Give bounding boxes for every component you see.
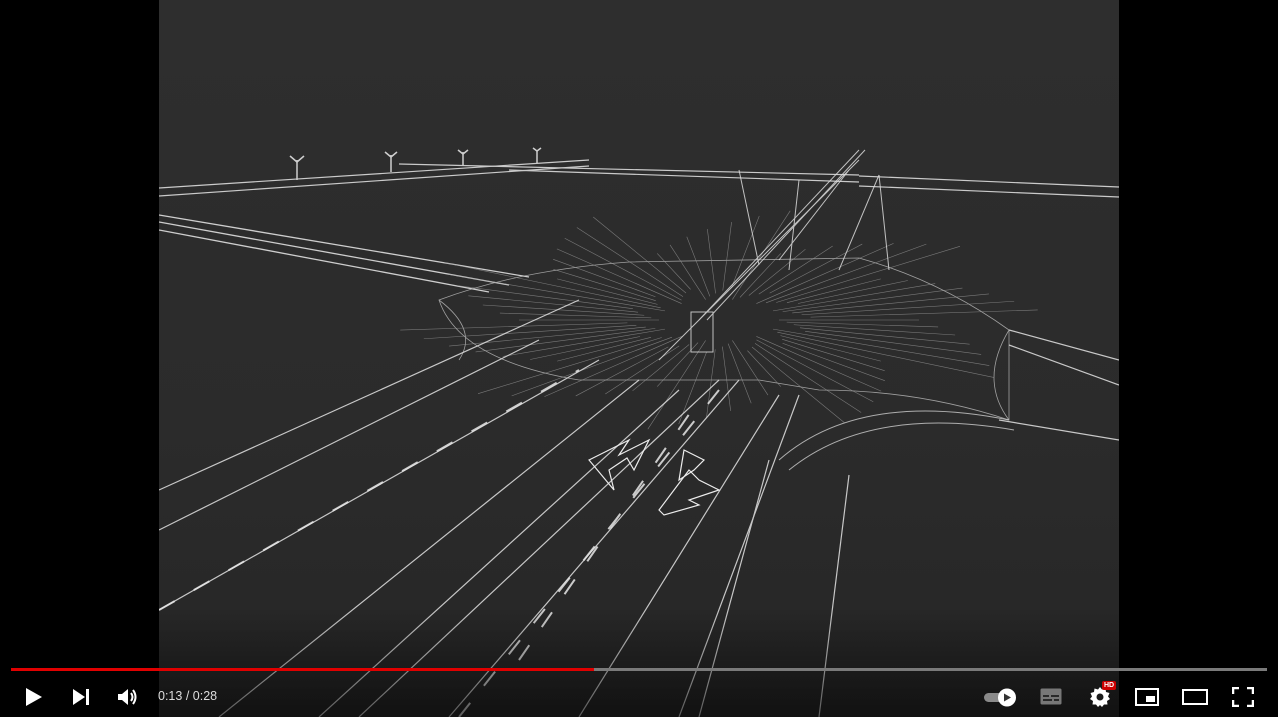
theater-mode-icon	[1182, 688, 1208, 705]
subtitles-button[interactable]	[1037, 676, 1065, 717]
play-icon	[26, 687, 42, 706]
wireframe-intersection-render	[159, 147, 1119, 717]
theater-mode-button[interactable]	[1180, 676, 1210, 717]
player-controls: 0:13 / 0:28 HD	[0, 676, 1278, 717]
time-duration: 0:28	[192, 689, 218, 703]
progress-bar[interactable]	[11, 668, 1267, 672]
autoplay-toggle[interactable]	[982, 676, 1018, 717]
time-current: 0:13	[158, 689, 183, 703]
next-icon	[73, 688, 89, 705]
settings-button[interactable]: HD	[1085, 676, 1117, 717]
miniplayer-button[interactable]	[1133, 676, 1161, 717]
settings-gear-icon	[1090, 686, 1110, 707]
video-frame[interactable]	[159, 0, 1119, 717]
time-display: 0:13 / 0:28	[158, 676, 217, 717]
volume-icon	[118, 688, 137, 705]
autoplay-toggle-icon	[984, 688, 1016, 706]
fullscreen-button[interactable]	[1228, 676, 1258, 717]
subtitles-icon	[1040, 688, 1062, 704]
progress-played	[11, 668, 595, 671]
next-button[interactable]	[67, 676, 95, 717]
play-button[interactable]	[20, 676, 48, 717]
hd-badge: HD	[1102, 681, 1117, 690]
volume-button[interactable]	[113, 676, 143, 717]
progress-track	[11, 668, 1267, 671]
time-separator: /	[182, 689, 193, 703]
miniplayer-icon	[1135, 687, 1159, 706]
fullscreen-icon	[1232, 686, 1254, 707]
